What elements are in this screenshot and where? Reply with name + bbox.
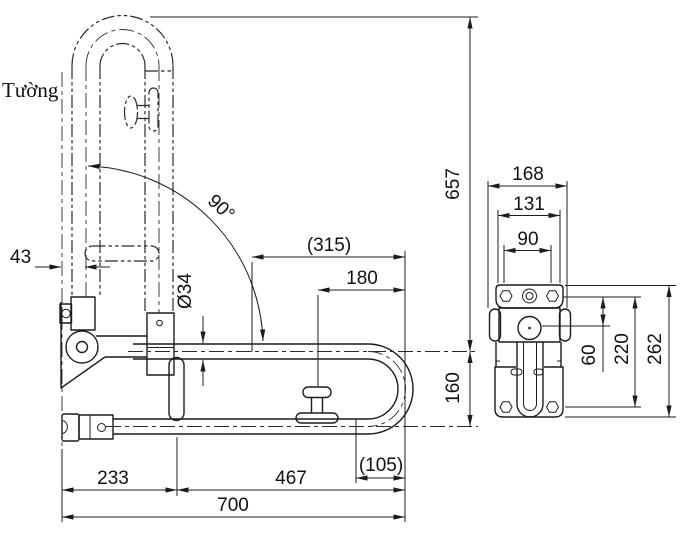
dimension-60: 60 xyxy=(579,297,606,372)
t-lock-knob xyxy=(295,386,339,424)
lower-wall-mount xyxy=(61,413,114,442)
hex-bolt-icon xyxy=(499,290,513,302)
dim-43-label: 43 xyxy=(10,247,31,268)
dim-657-label: 657 xyxy=(443,168,464,200)
dim-233-label: 233 xyxy=(97,468,129,489)
t-lock-knob-phantom xyxy=(123,87,159,132)
dim-700-label: 700 xyxy=(217,495,249,516)
dimension-90: 90 xyxy=(503,229,552,283)
pivot-housing xyxy=(498,307,561,343)
anchor-bolt-icon xyxy=(61,308,71,319)
dimension-657: 657 xyxy=(150,16,478,352)
dimension-262: 262 xyxy=(645,285,672,417)
side-view-dimensions: 168 131 90 60 220 262 xyxy=(487,164,676,418)
top-mounting-plate xyxy=(495,284,564,309)
dim-60-label: 60 xyxy=(579,344,600,365)
dimension-700: 700 xyxy=(62,495,405,520)
dimension-233: 233 xyxy=(62,437,178,496)
dim-168-label: 168 xyxy=(512,164,544,185)
dim-131-label: 131 xyxy=(513,194,545,215)
dim-315-label: (315) xyxy=(307,235,351,256)
side-view-bracket xyxy=(488,284,572,418)
tube-end-circle xyxy=(517,315,542,341)
dimension-swing-angle: 90° xyxy=(87,163,266,342)
dim-262-label: 262 xyxy=(645,333,666,365)
dim-467-label: 467 xyxy=(275,468,307,489)
dim-160-label: 160 xyxy=(443,372,464,404)
dim-220-label: 220 xyxy=(612,333,633,365)
dim-dia34-label: Ø34 xyxy=(175,273,196,309)
dim-105-label: (105) xyxy=(359,455,403,476)
dimension-180: 180 xyxy=(317,268,405,386)
dim-180-label: 180 xyxy=(346,268,378,289)
dimension-315: (315) xyxy=(251,235,405,352)
grab-bar-horizontal xyxy=(106,343,478,435)
dimension-160: 160 xyxy=(443,351,473,427)
dimension-467: 467 xyxy=(177,468,405,493)
hex-bolt-icon xyxy=(499,401,513,413)
housing-end-cap xyxy=(558,308,572,342)
dimension-220: 220 xyxy=(612,297,638,407)
hex-bolt-icon xyxy=(545,401,560,413)
dimension-105: (105) xyxy=(355,434,405,483)
housing-end-cap xyxy=(488,308,502,342)
dimension-131: 131 xyxy=(497,194,561,283)
folded-up-bar-phantom xyxy=(71,14,174,313)
wall-label: Tường xyxy=(2,78,59,102)
dimension-tube-diameter: Ø34 xyxy=(175,273,206,386)
bottom-mounting-plate xyxy=(494,366,564,418)
dim-90deg-label: 90° xyxy=(203,190,238,225)
slot xyxy=(533,368,544,376)
tube-u-bend xyxy=(516,403,544,418)
crossbar-phantom xyxy=(84,245,160,262)
hex-bolt-icon xyxy=(545,290,560,302)
pivot-circle xyxy=(65,330,99,364)
crossbar xyxy=(168,356,185,422)
dimension-168: 168 xyxy=(487,164,568,308)
front-view-dimensions: 43 Ø34 90° (315) 180 657 160 xyxy=(10,16,478,522)
dimension-wall-offset: 43 xyxy=(10,247,110,270)
pivot-hinge-assembly xyxy=(59,296,175,389)
dim-90-label: 90 xyxy=(517,229,538,250)
